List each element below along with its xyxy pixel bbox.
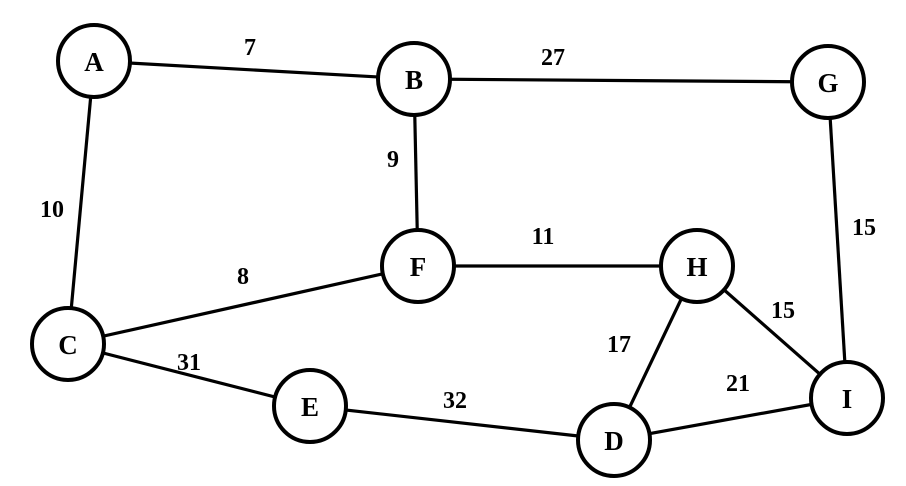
edge-weight-h-i: 15	[771, 298, 795, 324]
edge-a-b	[93, 59, 415, 81]
edge-weight-e-d: 32	[443, 388, 467, 414]
node-label-c: C	[58, 330, 78, 360]
edge-weight-f-h: 11	[532, 224, 555, 250]
node-circle-h	[659, 228, 735, 304]
edge-weight-c-f: 8	[237, 264, 249, 290]
node-h: H	[659, 228, 735, 304]
node-label-i: I	[842, 384, 853, 414]
edge-c-f	[67, 264, 419, 346]
edge-weight-b-g: 27	[541, 45, 565, 71]
node-f: F	[380, 228, 456, 304]
edge-weight-a-b: 7	[244, 35, 256, 61]
edge-weight-a-c: 10	[40, 197, 64, 223]
node-label-b: B	[405, 65, 423, 95]
node-a: A	[56, 23, 132, 99]
node-i: I	[809, 360, 885, 436]
node-label-g: G	[817, 68, 838, 98]
edge-weight-c-e: 31	[177, 350, 201, 376]
edge-weight-b-f: 9	[387, 147, 399, 173]
node-circle-b	[376, 41, 452, 117]
edge-b-g	[413, 77, 829, 84]
edge-g-i	[826, 81, 849, 399]
edge-weight-h-d: 17	[607, 332, 631, 358]
node-label-a: A	[84, 47, 104, 77]
node-b: B	[376, 41, 452, 117]
edge-d-i	[613, 396, 848, 442]
edge-weight-d-i: 21	[726, 371, 750, 397]
node-e: E	[272, 368, 348, 444]
node-circle-g	[790, 44, 866, 120]
node-c: C	[30, 306, 106, 382]
node-circle-f	[380, 228, 456, 304]
node-label-f: F	[410, 252, 427, 282]
edge-c-e	[67, 342, 311, 408]
node-d: D	[576, 402, 652, 478]
node-circle-e	[272, 368, 348, 444]
node-circle-a	[56, 23, 132, 99]
edge-e-d	[309, 404, 615, 442]
node-label-e: E	[301, 392, 319, 422]
edge-a-c	[66, 60, 96, 345]
nodes-layer: A B G F H C E D I	[30, 23, 885, 478]
edge-weight-g-i: 15	[852, 215, 876, 241]
node-label-d: D	[604, 426, 624, 456]
node-circle-d	[576, 402, 652, 478]
node-circle-i	[809, 360, 885, 436]
node-g: G	[790, 44, 866, 120]
weights-layer: 7 27 9 10 15 11 8 15 17 31 32 21	[40, 35, 876, 414]
node-circle-c	[30, 306, 106, 382]
node-label-h: H	[686, 252, 707, 282]
